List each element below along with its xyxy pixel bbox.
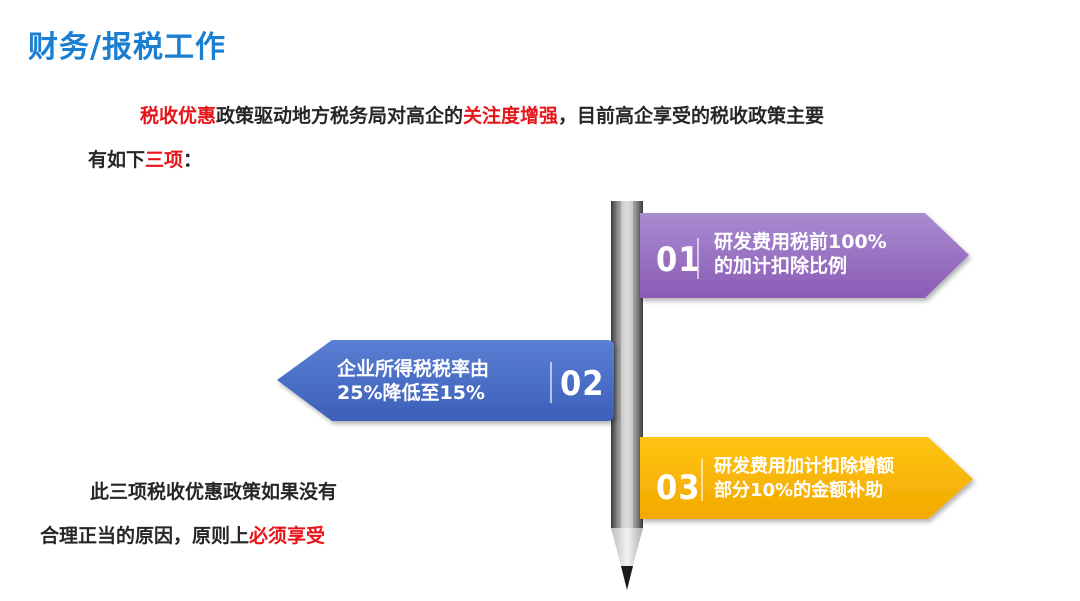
pencil-pole — [611, 201, 643, 590]
note-line-1: 此三项税收优惠政策如果没有 — [90, 481, 338, 503]
item-03-number: 03 — [656, 468, 701, 508]
slide-title: 财务/报税工作 — [28, 30, 226, 65]
intro-text-3: 有如下 — [88, 149, 146, 171]
item-02-text: 企业所得税税率由 25%降低至15% — [337, 357, 489, 405]
item-01-line1: 研发费用税前100% — [714, 231, 887, 253]
item-02-line2: 25%降低至15% — [337, 382, 485, 404]
conclusion-note: 此三项税收优惠政策如果没有合理正当的原因，原则上必须享受 — [40, 470, 410, 558]
item-02-arrow — [277, 340, 614, 421]
item-01-text: 研发费用税前100% 的加计扣除比例 — [714, 230, 887, 278]
intro-paragraph: 税收优惠政策驱动地方税务局对高企的关注度增强，目前高企享受的税收政策主要有如下三… — [88, 94, 1008, 182]
item-02-line1: 企业所得税税率由 — [337, 358, 490, 380]
item-03-line1: 研发费用加计扣除增额 — [714, 456, 894, 477]
item-02-number: 02 — [560, 364, 605, 404]
item-01-number: 01 — [656, 240, 701, 280]
note-line-2: 合理正当的原因，原则上 — [40, 525, 250, 547]
item-03-line2: 部分10%的金额补助 — [714, 480, 884, 501]
note-highlight-must-enjoy: 必须享受 — [249, 525, 326, 547]
intro-highlight-attention: 关注度增强 — [463, 105, 559, 127]
item-01-arrow — [640, 213, 969, 298]
intro-highlight-three-items: 三项 — [145, 149, 184, 171]
intro-text-1: 政策驱动地方税务局对高企的 — [216, 105, 464, 127]
item-03-text: 研发费用加计扣除增额 部分10%的金额补助 — [714, 455, 894, 503]
item-03-arrow — [640, 437, 973, 519]
intro-colon: ： — [183, 149, 203, 171]
item-01-line2: 的加计扣除比例 — [714, 255, 848, 277]
intro-highlight-tax-incentive: 税收优惠 — [140, 105, 217, 127]
intro-text-2: ，目前高企享受的税收政策主要 — [558, 105, 825, 127]
